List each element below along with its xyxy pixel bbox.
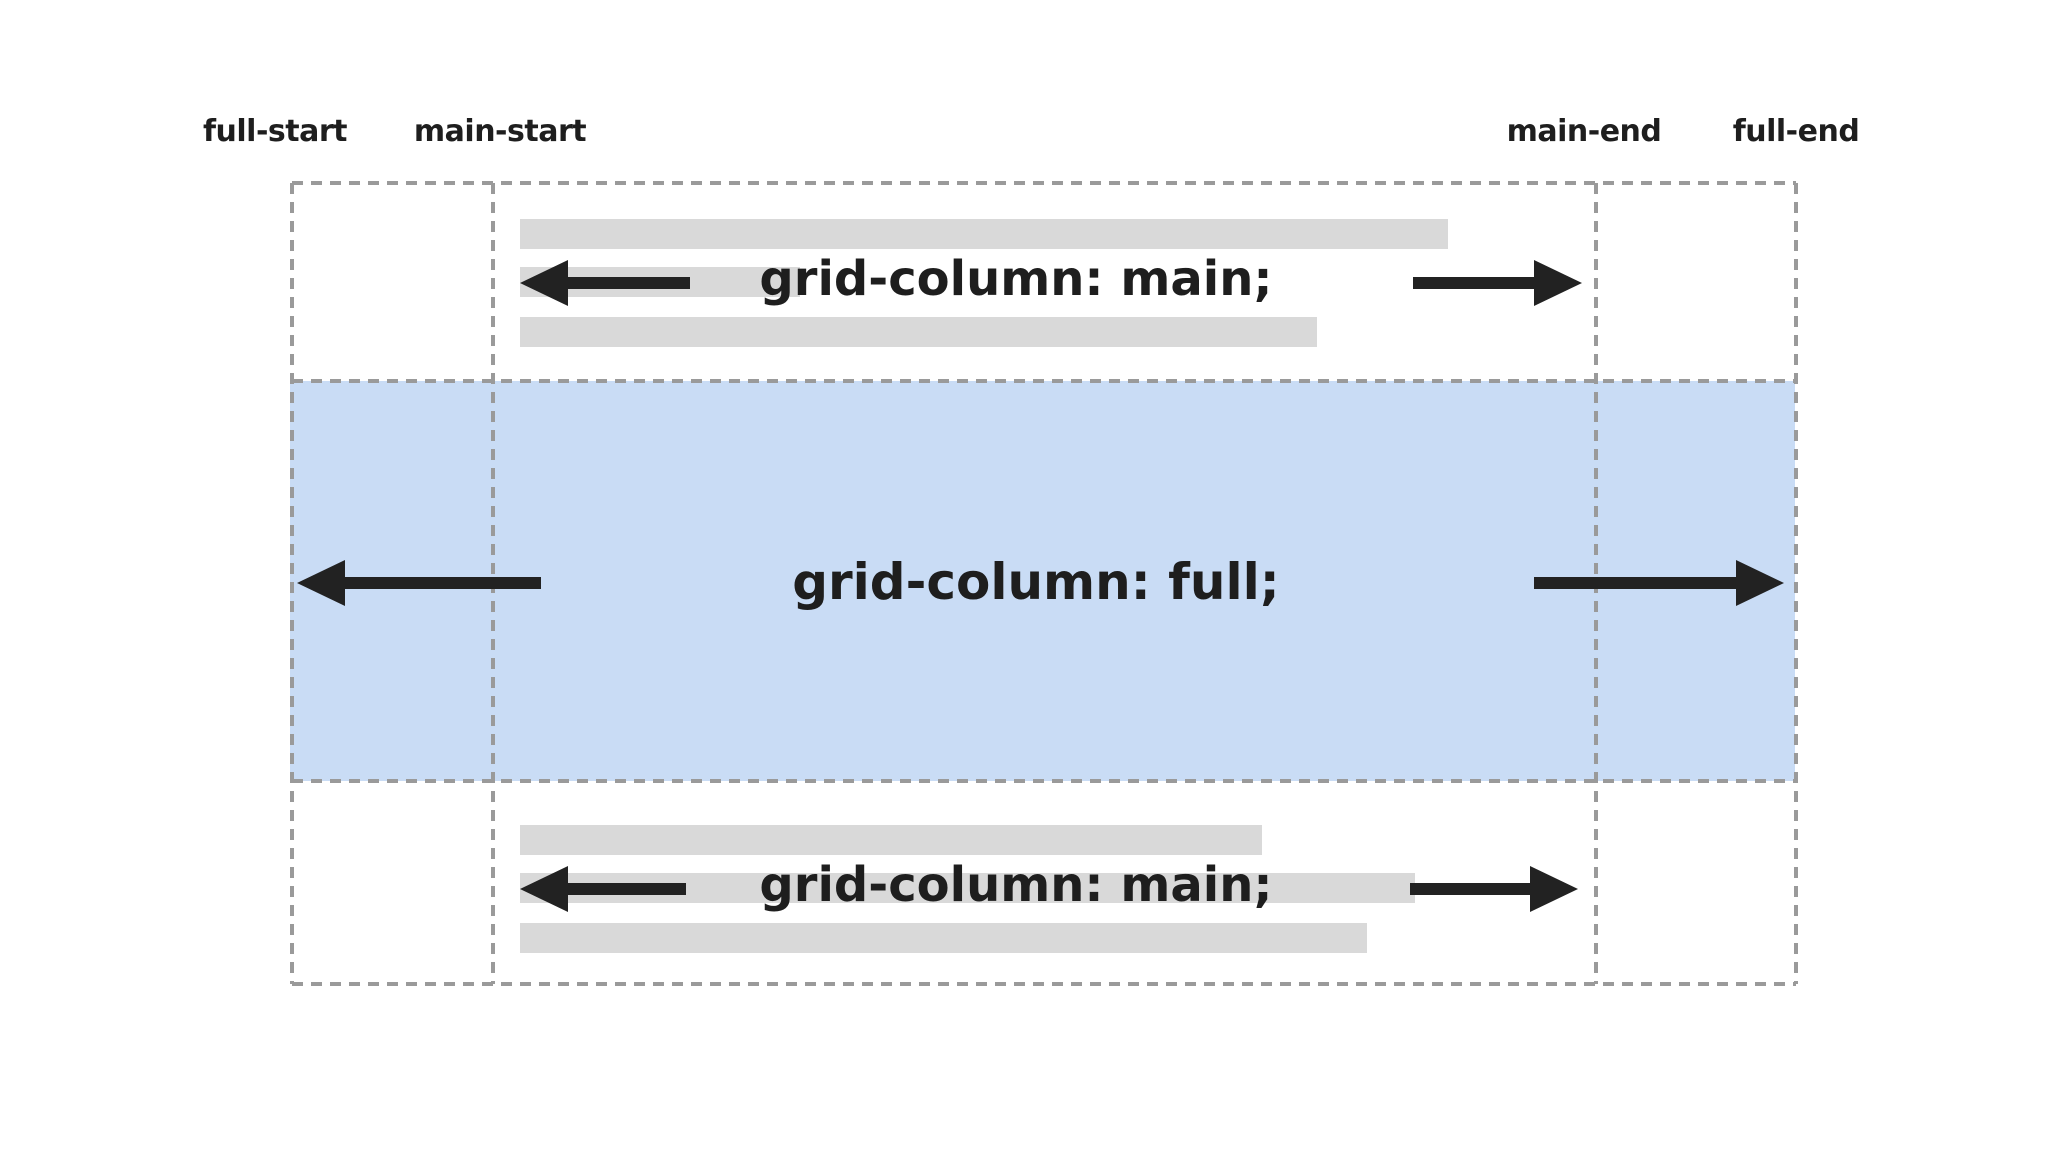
placeholder-bar bbox=[520, 219, 1448, 249]
placeholder-bar bbox=[520, 825, 1262, 855]
arrow-right-icon bbox=[1736, 560, 1784, 606]
row-label-middle: grid-column: full; bbox=[792, 553, 1280, 611]
placeholder-bar bbox=[520, 317, 1317, 347]
label-full-end: full-end bbox=[1732, 114, 1860, 149]
arrow-shaft bbox=[560, 277, 690, 289]
arrow-left-icon bbox=[520, 866, 568, 912]
row-label-bottom: grid-column: main; bbox=[759, 857, 1272, 913]
arrow-right-icon bbox=[1530, 866, 1578, 912]
label-full-start: full-start bbox=[202, 114, 348, 149]
placeholder-bar bbox=[520, 923, 1367, 953]
label-main-end: main-end bbox=[1506, 114, 1662, 149]
arrow-right-icon bbox=[1534, 260, 1582, 306]
label-main-start: main-start bbox=[413, 114, 587, 149]
arrow-shaft bbox=[1413, 277, 1550, 289]
arrow-left-icon bbox=[297, 560, 345, 606]
row-label-top: grid-column: main; bbox=[759, 251, 1272, 307]
arrow-shaft bbox=[1410, 883, 1546, 895]
grid-lines bbox=[290, 181, 1798, 986]
arrow-shaft bbox=[1534, 577, 1748, 589]
arrow-shaft bbox=[335, 577, 541, 589]
arrow-shaft bbox=[560, 883, 686, 895]
arrow-left-icon bbox=[520, 260, 568, 306]
